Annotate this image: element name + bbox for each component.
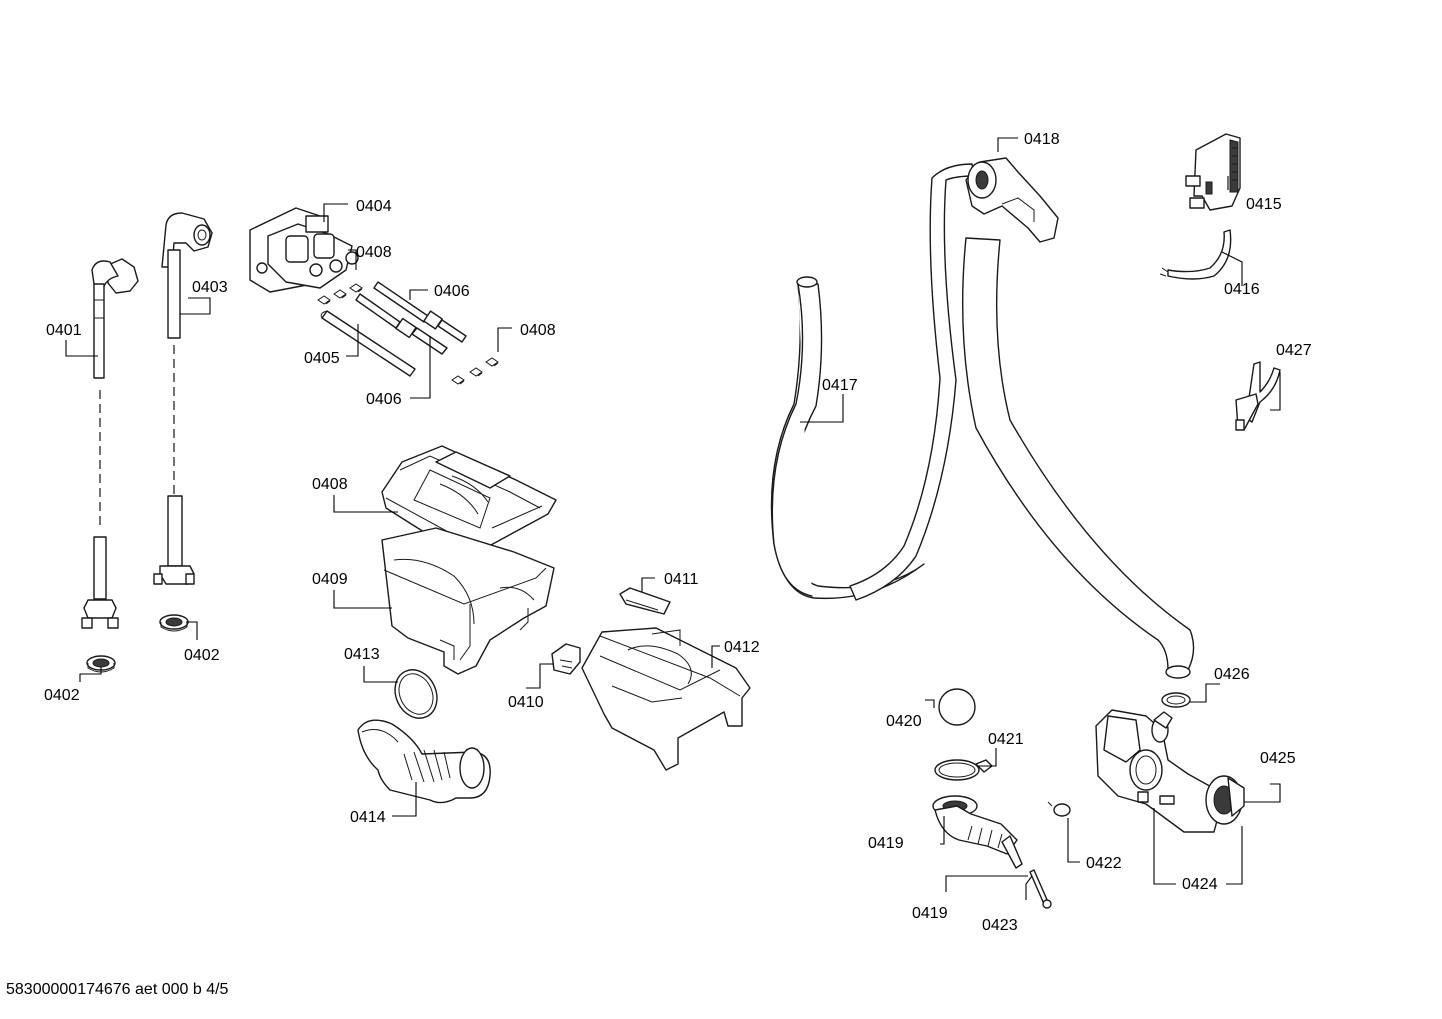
part-0408-clips-right[interactable] [451, 357, 499, 385]
label-0403: 0403 [192, 279, 228, 296]
label-0419-upper: 0419 [868, 835, 904, 852]
label-0408-top: 0408 [356, 244, 392, 261]
label-0414: 0414 [350, 809, 386, 826]
label-0413: 0413 [344, 646, 380, 663]
label-0424: 0424 [1182, 876, 1218, 893]
callout-labels: 0401 0402 0403 0402 0404 0408 0406 0405 … [44, 131, 1312, 934]
part-0410-siphon-insert[interactable] [551, 643, 581, 675]
label-0425: 0425 [1260, 750, 1296, 767]
label-0409: 0409 [312, 571, 348, 588]
part-0421-hose-clamp[interactable] [934, 759, 993, 781]
part-0425-pump-filter[interactable] [1205, 775, 1245, 825]
label-0408-cover: 0408 [312, 476, 348, 493]
part-0405-tube[interactable] [320, 310, 416, 377]
part-0412-dispenser-drawer[interactable] [581, 627, 751, 771]
label-0412: 0412 [724, 639, 760, 656]
label-0421: 0421 [988, 731, 1024, 748]
label-0408-right: 0408 [520, 322, 556, 339]
part-0409-dispenser-housing[interactable] [381, 527, 555, 675]
label-0420: 0420 [886, 713, 922, 730]
label-0406-lower: 0406 [366, 391, 402, 408]
label-0417: 0417 [822, 377, 858, 394]
label-0406-upper: 0406 [434, 283, 470, 300]
part-0424-drain-pump[interactable] [1095, 709, 1225, 833]
label-0418: 0418 [1024, 131, 1060, 148]
label-0401: 0401 [46, 322, 82, 339]
part-0422-clamp[interactable] [1047, 801, 1071, 817]
part-0414-bellows[interactable] [357, 719, 491, 804]
label-0416: 0416 [1224, 281, 1260, 298]
part-0402-filter-right[interactable] [159, 614, 189, 632]
part-0420-o-ring[interactable] [938, 688, 976, 726]
label-0410: 0410 [508, 694, 544, 711]
part-0427-hose-clip[interactable] [1235, 361, 1281, 431]
part-0419-sump-hose[interactable] [932, 795, 1023, 869]
part-0401-inlet-hose[interactable] [81, 258, 139, 629]
part-0408-clips-top[interactable] [317, 283, 363, 305]
label-0419-lower: 0419 [912, 905, 948, 922]
part-0408-dispenser-cover[interactable] [381, 445, 557, 553]
label-0405: 0405 [304, 350, 340, 367]
label-0411: 0411 [664, 571, 699, 588]
part-0418-drain-hose[interactable] [849, 157, 1195, 679]
label-0427: 0427 [1276, 342, 1312, 359]
label-0402-right: 0402 [184, 647, 220, 664]
part-0416-pressure-hose[interactable] [1159, 229, 1232, 280]
part-0411-siphon-cap[interactable] [619, 587, 671, 615]
leader-lines [65, 137, 1281, 900]
drawing-reference: 58300000174676 aet 000 b 4/5 [6, 981, 229, 998]
label-0415: 0415 [1246, 196, 1282, 213]
part-0417-hose[interactable] [770, 276, 925, 600]
label-0423: 0423 [982, 917, 1018, 934]
part-0403-inlet-hose-elbow[interactable] [153, 212, 213, 585]
label-0422: 0422 [1086, 855, 1122, 872]
part-0426-clamp[interactable] [1161, 692, 1191, 708]
part-0402-filter-left[interactable] [86, 655, 116, 673]
part-0406-tube-upper[interactable] [373, 281, 467, 343]
part-0404-inlet-valve[interactable] [249, 207, 359, 293]
part-0423-screw[interactable] [1029, 869, 1052, 909]
label-0426: 0426 [1214, 666, 1250, 683]
part-0413-seal-ring[interactable] [387, 663, 444, 725]
label-0402-left: 0402 [44, 687, 80, 704]
label-0404: 0404 [356, 198, 392, 215]
part-0415-pressure-sensor[interactable] [1185, 133, 1241, 211]
